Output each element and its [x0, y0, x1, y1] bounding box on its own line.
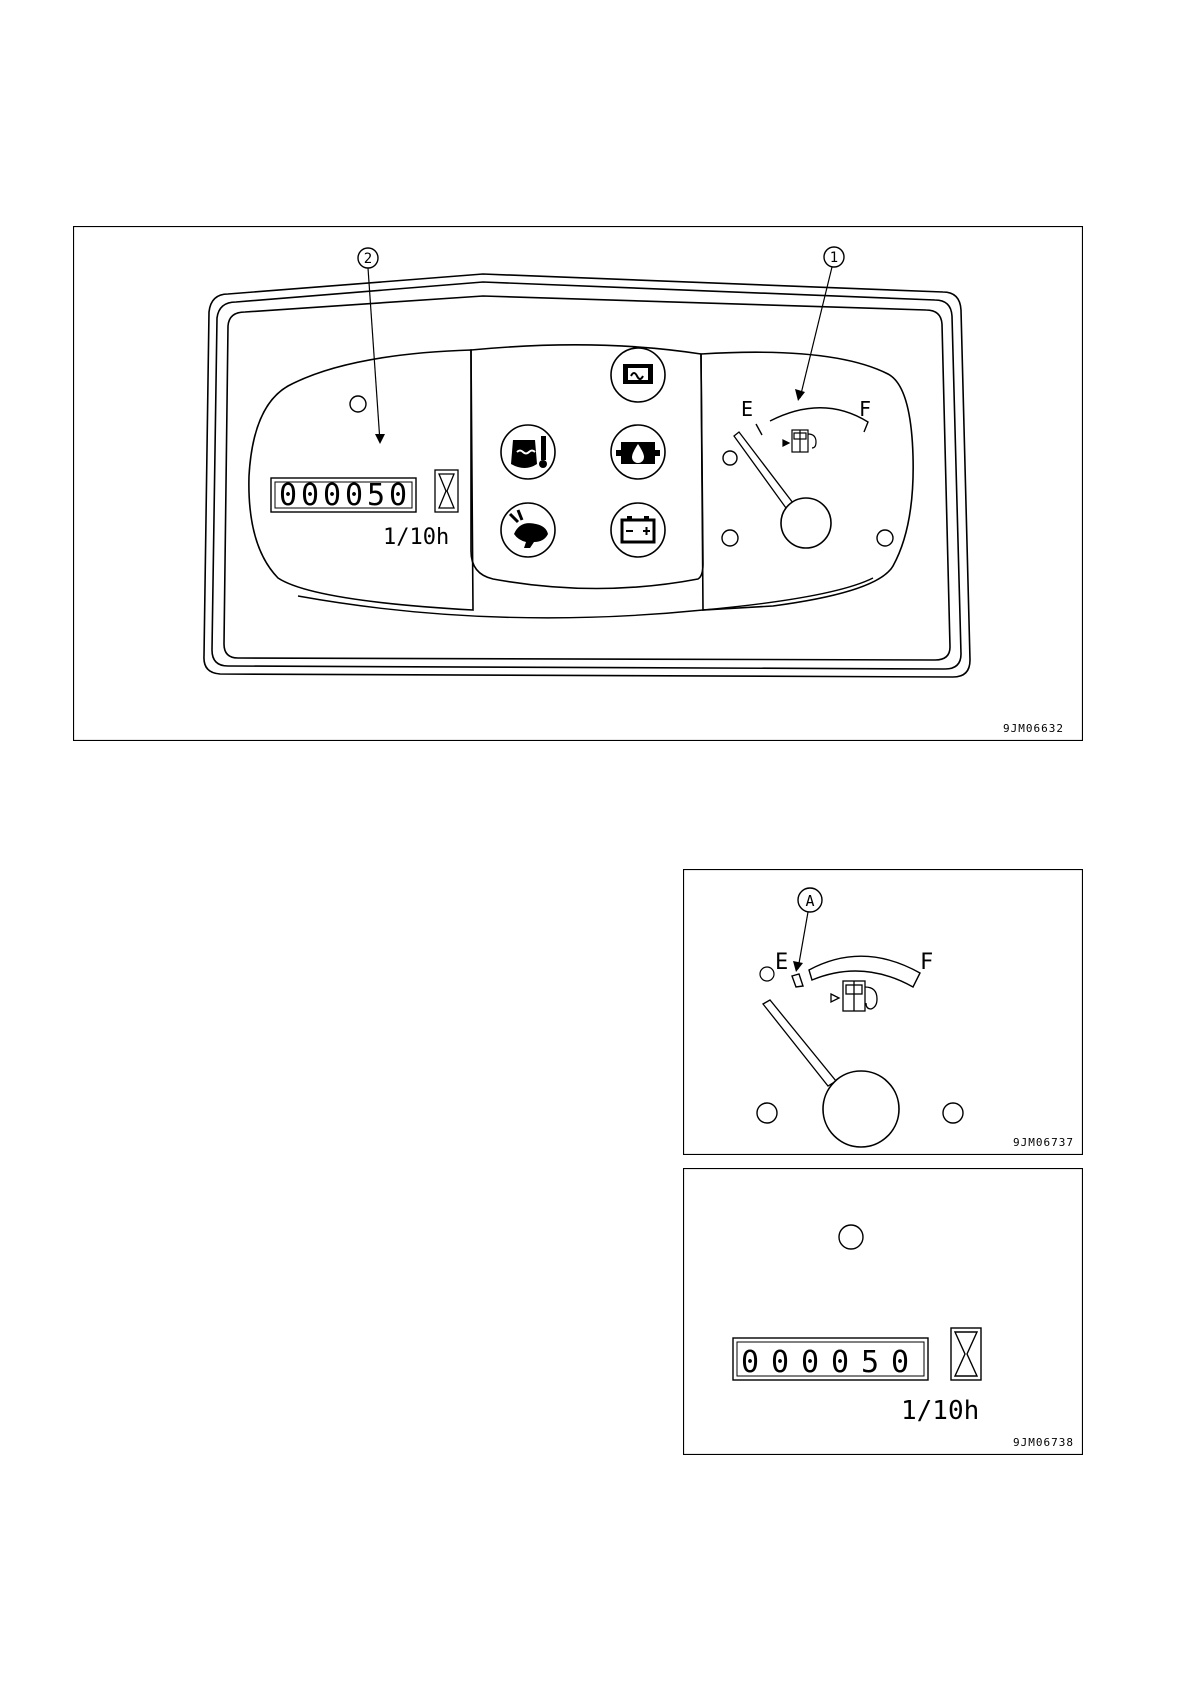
screw-hole: [723, 451, 737, 465]
hourmeter-digit: 5: [861, 1345, 879, 1380]
screw-hole: [943, 1103, 963, 1123]
fuel-gauge-figure: A E F 9JM06737: [683, 869, 1083, 1155]
hourmeter: 0 0 0 0 5 0: [271, 478, 416, 513]
fuel-full-label: F: [920, 950, 933, 975]
hourmeter-digit: 0: [801, 1345, 819, 1380]
fuel-empty-label: E: [741, 397, 753, 421]
figure-frame: [684, 1169, 1083, 1455]
screw-hole: [839, 1225, 863, 1249]
fuel-needle-hub: [823, 1071, 899, 1147]
callout-2: 2: [358, 248, 385, 444]
instrument-panel-figure: 2 1 0 0 0 0 5 0 1/10h: [73, 226, 1083, 741]
fuel-scale-arc: [770, 408, 868, 432]
figure-code: 9JM06632: [1003, 722, 1064, 735]
hourmeter-digit: 5: [367, 478, 385, 513]
svg-text:2: 2: [364, 251, 372, 267]
screw-hole: [760, 967, 774, 981]
gauge-area: [701, 352, 913, 610]
panel-lower-curve: [298, 578, 873, 618]
hourmeter: 0 0 0 0 5 0: [733, 1338, 928, 1380]
panel-bezel: [204, 274, 970, 677]
engine-preheat-icon: [611, 348, 665, 402]
hourglass-icon: [951, 1328, 981, 1380]
hourmeter-digit: 0: [345, 478, 363, 513]
figure-code: 9JM06738: [1013, 1436, 1074, 1449]
hourmeter-digit: 0: [891, 1345, 909, 1380]
fuel-pump-icon: [783, 430, 816, 452]
fuel-empty-tick: [756, 424, 762, 435]
screw-hole: [757, 1103, 777, 1123]
hourmeter-unit: 1/10h: [901, 1396, 979, 1426]
fuel-needle-hub: [781, 498, 831, 548]
fuel-pump-icon: [831, 981, 877, 1011]
turtle-rabbit-speed-icon: [501, 503, 555, 557]
screw-hole: [877, 530, 893, 546]
hourmeter-digit: 0: [741, 1345, 759, 1380]
svg-text:A: A: [805, 892, 814, 910]
screw-hole: [350, 396, 366, 412]
hourmeter-digit: 0: [771, 1345, 789, 1380]
hourmeter-digit: 0: [301, 478, 319, 513]
fuel-needle: [763, 1000, 836, 1086]
fuel-empty-label: E: [775, 950, 788, 975]
callout-a: A: [793, 888, 822, 972]
hourmeter-figure: 0 0 0 0 5 0 1/10h 9JM06738: [683, 1168, 1083, 1455]
hourglass-icon: [435, 470, 458, 512]
figure-code: 9JM06737: [1013, 1136, 1074, 1149]
fuel-empty-tick: [792, 974, 803, 987]
callout-1: 1: [795, 247, 844, 401]
svg-text:1: 1: [830, 250, 838, 266]
hourmeter-unit: 1/10h: [383, 525, 449, 550]
hourmeter-digit: 0: [279, 478, 297, 513]
hourmeter-digit: 0: [831, 1345, 849, 1380]
engine-oil-pressure-icon: [611, 425, 665, 479]
battery-charge-icon: [611, 503, 665, 557]
hourmeter-digit: 0: [323, 478, 341, 513]
screw-hole: [722, 530, 738, 546]
hourmeter-digit: 0: [389, 478, 407, 513]
coolant-temperature-icon: [501, 425, 555, 479]
